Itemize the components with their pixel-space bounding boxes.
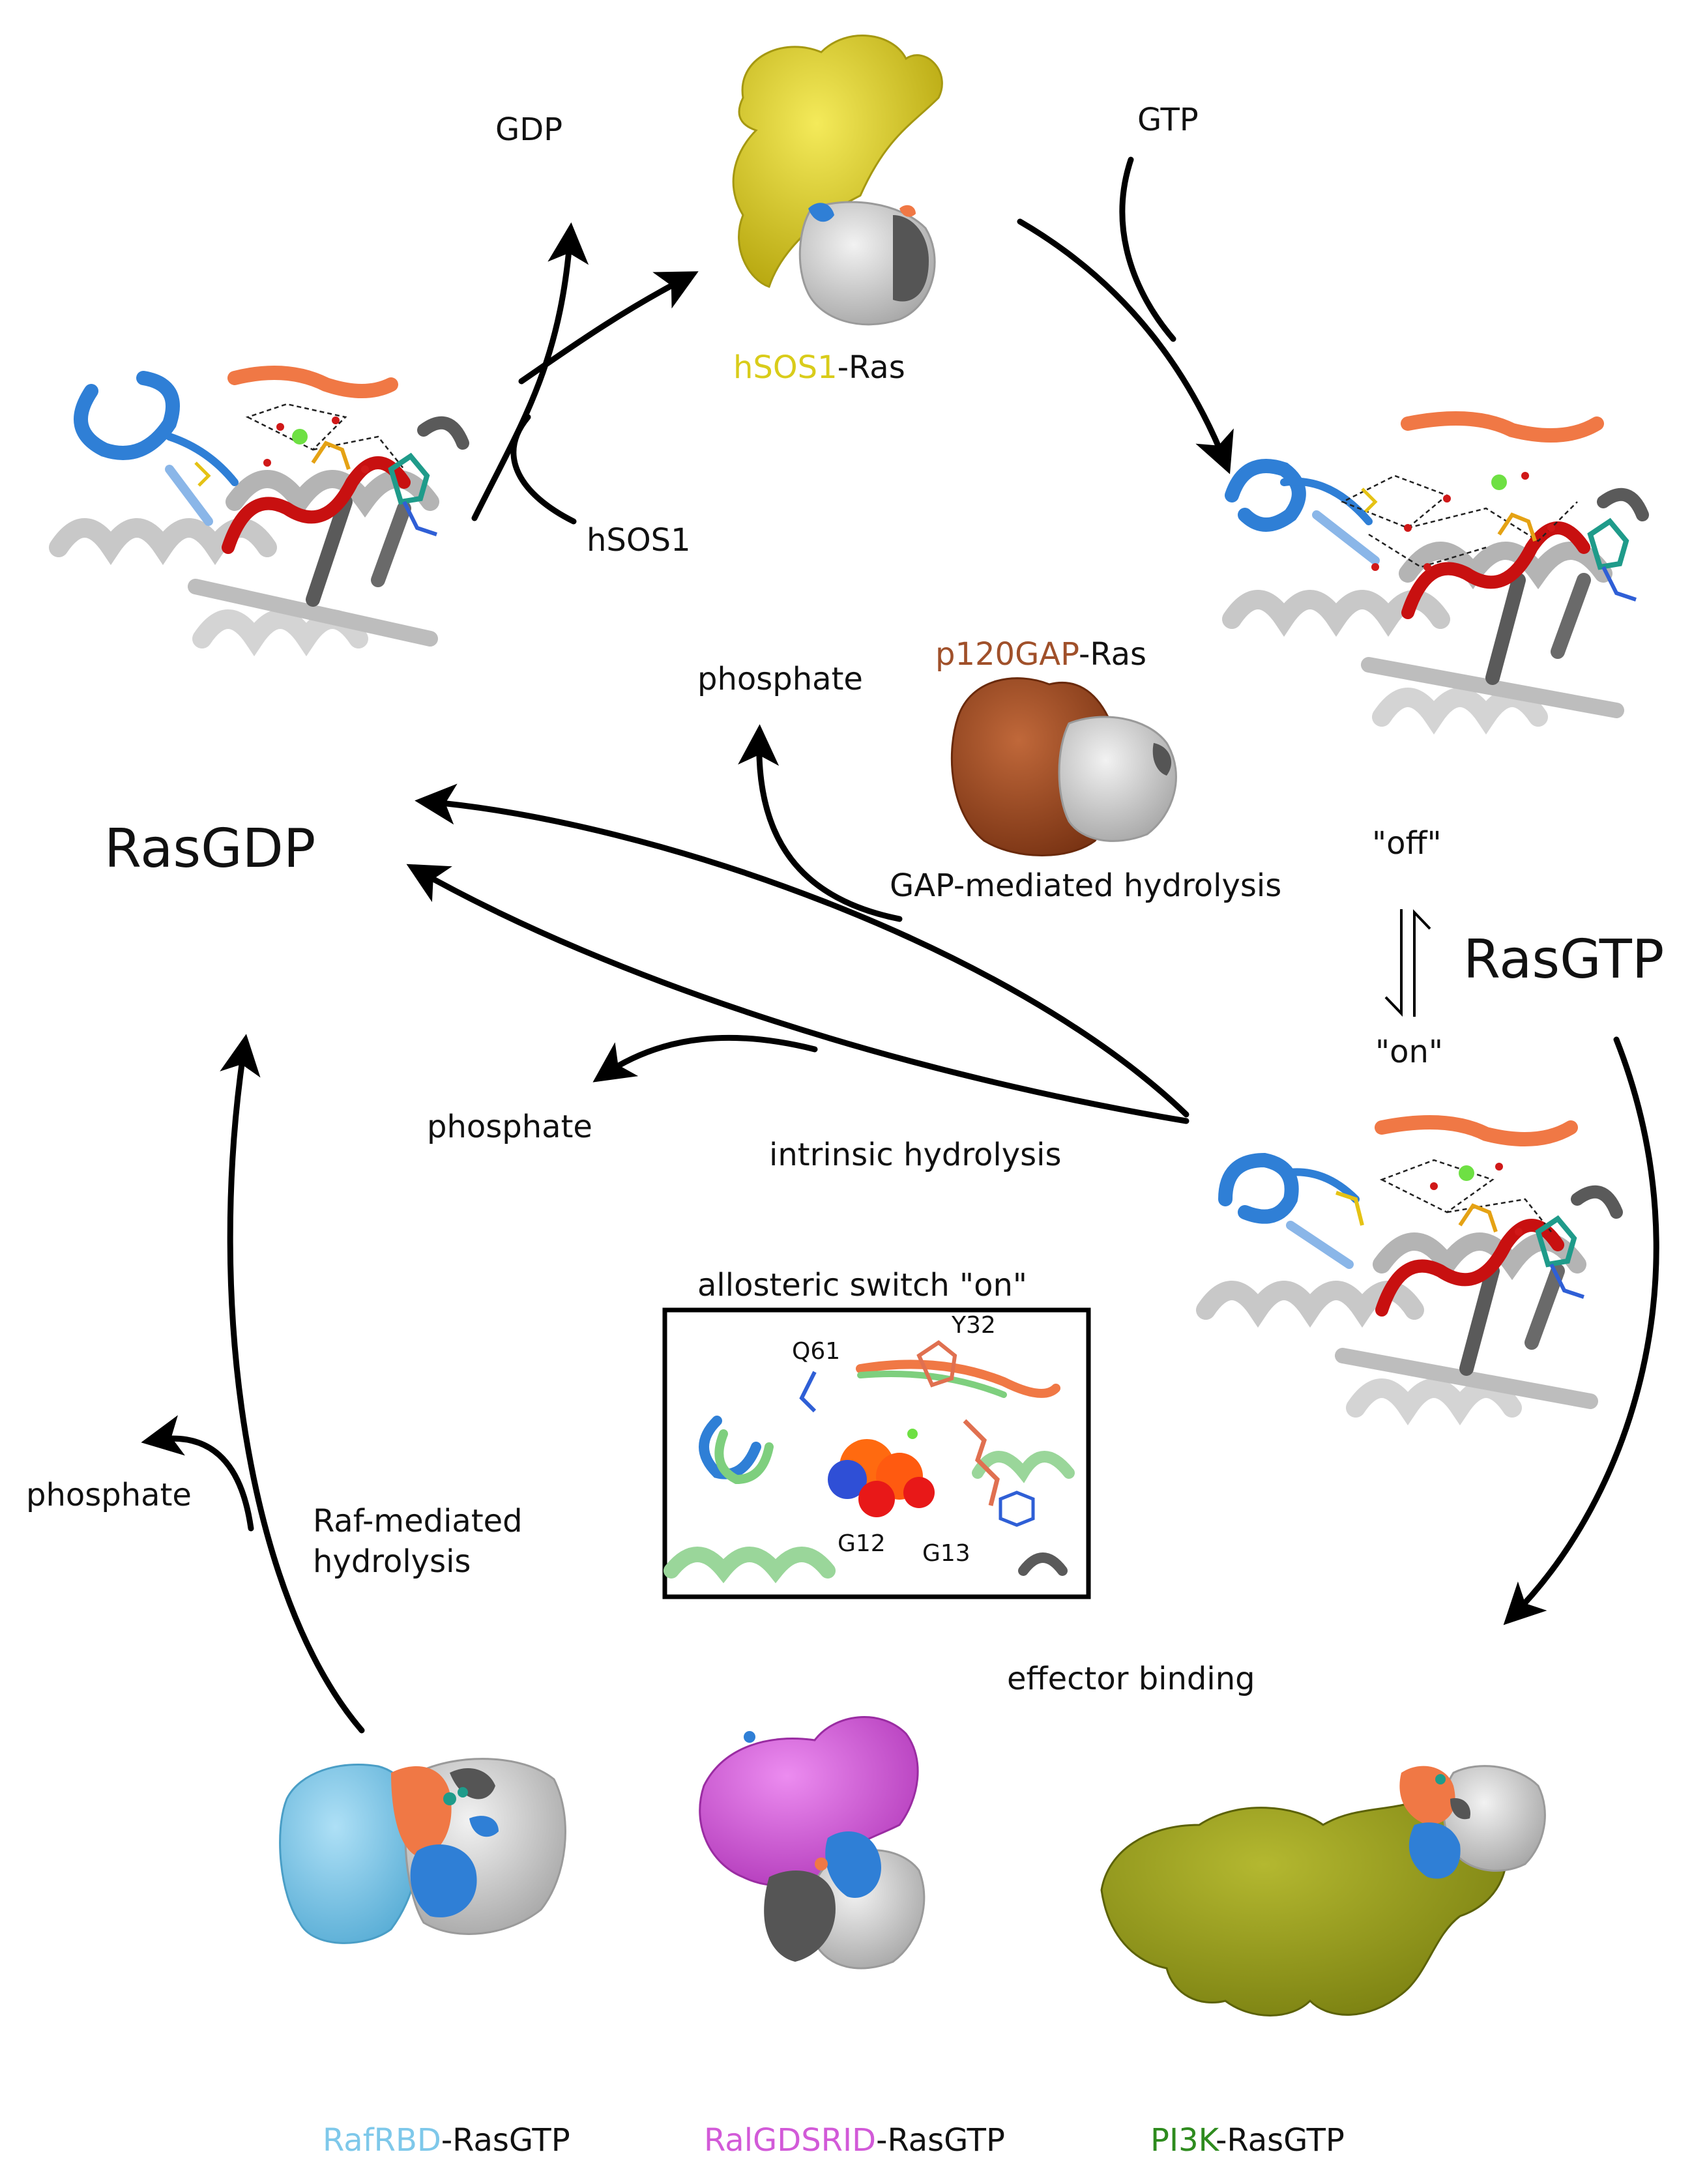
rafrbd-rasgtp-complex [279, 1758, 566, 1944]
raf-hydrolysis-line1: Raf-mediated [313, 1503, 523, 1539]
off-state-label: "off" [1372, 825, 1442, 862]
raf-phosphate-label: phosphate [26, 1477, 192, 1513]
arrow-gap-to-rasgdp [415, 783, 1189, 1118]
allosteric-switch-label: allosteric switch "on" [697, 1267, 1027, 1303]
equilibrium-arrows [1384, 909, 1431, 1017]
inset-g12-label: G12 [838, 1530, 886, 1557]
rasgtp-label: RasGTP [1463, 929, 1664, 991]
arrow-gap-phosphate [738, 724, 903, 922]
rafrbd-suffix: -RasGTP [441, 2122, 570, 2159]
arrow-to-off-state [1017, 218, 1234, 474]
allosteric-switch-inset [662, 1307, 1091, 1599]
ralgdsrid-rasgtp-complex [699, 1716, 926, 1970]
p120gap-ras-complex [950, 677, 1177, 856]
rasgdp-label: RasGDP [104, 818, 315, 880]
arrow-to-effectors [1503, 1036, 1659, 1625]
ralgds-rasgtp-label: RalGDSRID-RasGTP [704, 2122, 1005, 2159]
gtp-label: GTP [1137, 102, 1199, 138]
arrow-gtp-in [1119, 156, 1176, 342]
rafrbd-rasgtp-label: RafRBD-RasGTP [323, 2122, 570, 2159]
inset-q61-label: Q61 [792, 1338, 840, 1365]
raf-hydrolysis-line2: hydrolysis [313, 1543, 471, 1580]
pi3k-rasgtp-complex [1100, 1765, 1546, 2017]
p120gap-ras-label: p120GAP-Ras [935, 636, 1146, 673]
rasgdp-structure [49, 366, 469, 657]
intrinsic-phosphate-label: phosphate [427, 1109, 592, 1145]
arrow-intrinsic-to-rasgdp [406, 864, 1189, 1124]
pi3k-rasgtp-label: PI3K-RasGTP [1150, 2122, 1345, 2159]
pi3k-suffix: -RasGTP [1216, 2122, 1345, 2159]
intrinsic-hydrolysis-label: intrinsic hydrolysis [769, 1137, 1062, 1173]
arrow-intrinsic-phosphate [592, 1034, 818, 1083]
p120gap-prefix: p120GAP [935, 636, 1079, 673]
ras-off-structure [1222, 411, 1649, 735]
ralgds-prefix: RalGDSRID [704, 2122, 876, 2159]
hsos1-ras-suffix: -Ras [838, 349, 905, 386]
hsos1-ras-complex [732, 35, 943, 326]
gdp-label: GDP [495, 111, 562, 148]
ras-on-structure [1196, 1115, 1623, 1426]
cycle-arrows [141, 156, 1659, 1734]
arrow-raf-to-rasgdp [220, 1034, 365, 1734]
gap-phosphate-label: phosphate [697, 661, 863, 697]
hsos1-ras-prefix: hSOS1 [733, 349, 838, 386]
effector-binding-label: effector binding [1007, 1661, 1255, 1697]
arrow-to-hsos1-ras [518, 271, 699, 385]
p120gap-suffix: -Ras [1079, 636, 1146, 673]
arrow-to-gdp [471, 222, 589, 521]
arrow-hsos1-in [510, 414, 577, 525]
inset-g13-label: G13 [922, 1540, 970, 1567]
hsos1-label: hSOS1 [587, 522, 691, 559]
pi3k-prefix: PI3K [1150, 2122, 1220, 2159]
hsos1-ras-label: hSOS1-Ras [733, 349, 905, 386]
rafrbd-prefix: RafRBD [323, 2122, 441, 2159]
gap-hydrolysis-label: GAP-mediated hydrolysis [890, 867, 1281, 904]
inset-y32-label: Y32 [951, 1312, 996, 1339]
ralgds-suffix: -RasGTP [876, 2122, 1005, 2159]
arrow-raf-phosphate [141, 1415, 254, 1532]
on-state-label: "on" [1375, 1034, 1443, 1070]
